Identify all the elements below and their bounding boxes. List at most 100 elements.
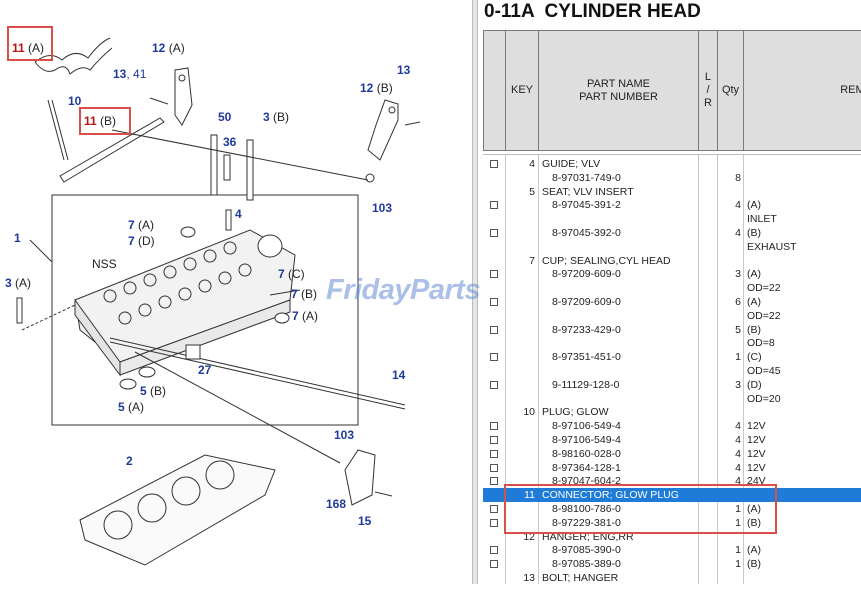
header-qty[interactable]: Qty: [718, 31, 744, 150]
row-checkbox[interactable]: [490, 505, 498, 513]
row-part-name: CONNECTOR; GLOW PLUG: [542, 489, 679, 502]
callout-7[interactable]: 7 (A): [292, 309, 318, 323]
row-checkbox[interactable]: [490, 560, 498, 569]
callout-2[interactable]: 2: [126, 454, 133, 468]
row-part-number: 8-97209-609-0: [552, 296, 621, 308]
callout-13[interactable]: 13: [397, 63, 411, 77]
callout-1[interactable]: 1: [14, 231, 21, 245]
row-checkbox[interactable]: [490, 518, 498, 527]
row-qty: 4: [735, 475, 741, 488]
row-checkbox[interactable]: [490, 298, 498, 306]
header-lr[interactable]: L/R: [699, 31, 718, 150]
exploded-parts-diagram: 11 (A) 11 (B)10 12 (A) 13, 41 12 (B) 13 50 36 3 …: [5, 26, 421, 566]
callout-7[interactable]: 7 (A): [128, 218, 154, 232]
callout-3[interactable]: 3 (B): [263, 110, 289, 124]
header-part-name[interactable]: PART NAME PART NUMBER: [539, 31, 699, 150]
callout-103[interactable]: 103: [372, 201, 392, 215]
table-row[interactable]: INLET: [483, 212, 861, 226]
table-row[interactable]: EXHAUST: [483, 240, 861, 254]
row-checkbox[interactable]: [490, 477, 498, 486]
row-part-name: PLUG; GLOW: [542, 406, 609, 419]
callout-36[interactable]: 36: [223, 135, 237, 149]
table-row[interactable]: OD=45: [483, 364, 861, 378]
row-checkbox[interactable]: [490, 436, 498, 444]
row-part-number: 8-97209-609-0: [552, 268, 621, 281]
row-checkbox[interactable]: [490, 270, 498, 279]
table-row[interactable]: OD=20: [483, 392, 861, 406]
row-remark: OD=22: [747, 282, 781, 295]
row-checkbox[interactable]: [490, 201, 498, 210]
row-remark: INLET: [747, 213, 777, 226]
callout-12[interactable]: 12 (B): [360, 81, 393, 95]
row-key: 7: [529, 254, 535, 267]
row-qty: 1: [735, 503, 741, 515]
row-remark: (B): [747, 516, 761, 529]
table-row[interactable]: 10 PLUG; GLOW: [483, 405, 861, 419]
callout-4[interactable]: 4: [235, 207, 242, 221]
callout-168[interactable]: 168: [326, 497, 346, 511]
callout-27[interactable]: 27: [198, 363, 212, 377]
callout-nss[interactable]: NSS: [92, 257, 117, 271]
row-remark: (A): [747, 268, 761, 281]
row-checkbox[interactable]: [490, 449, 498, 458]
row-checkbox[interactable]: [490, 380, 498, 389]
callout-3[interactable]: 3 (A): [5, 276, 31, 290]
row-checkbox[interactable]: [490, 546, 498, 555]
callout-13[interactable]: 13, 41: [113, 67, 147, 81]
row-part-number: 8-97045-391-2: [552, 199, 621, 212]
callout-50[interactable]: 50: [218, 110, 232, 124]
callout-12[interactable]: 12 (A): [152, 41, 185, 55]
row-checkbox[interactable]: [490, 160, 498, 168]
row-checkbox[interactable]: [490, 353, 498, 362]
callout-10[interactable]: 10: [68, 94, 82, 108]
row-part-number: 8-97233-429-0: [552, 323, 621, 336]
table-row[interactable]: OD=22: [483, 309, 861, 323]
row-key: 10: [523, 406, 535, 419]
callout-5[interactable]: 5 (A): [118, 400, 144, 414]
callout-14[interactable]: 14: [392, 368, 406, 382]
callout-5[interactable]: 5 (B): [140, 384, 166, 398]
table-row[interactable]: OD=22: [483, 281, 861, 295]
row-qty: 4: [735, 420, 741, 433]
callout-7[interactable]: 7 (C): [278, 267, 305, 281]
row-checkbox[interactable]: [490, 229, 498, 237]
row-remark: 12V: [747, 461, 766, 474]
callout-15[interactable]: 15: [358, 514, 372, 528]
pane-divider[interactable]: [472, 0, 478, 584]
row-remark: (D): [747, 378, 762, 391]
header-key[interactable]: KEY: [506, 31, 539, 150]
callout-11[interactable]: 11 (A): [12, 41, 44, 55]
callout-11[interactable]: 11 (B): [84, 114, 116, 128]
table-row[interactable]: OD=8: [483, 336, 861, 350]
row-checkbox[interactable]: [490, 422, 498, 431]
callout-7[interactable]: 7 (B): [291, 287, 317, 301]
head-frame: [51, 194, 359, 426]
row-part-name: BOLT; HANGER: [542, 572, 619, 584]
row-checkbox[interactable]: [490, 325, 498, 334]
callout-7[interactable]: 7 (D): [128, 234, 155, 248]
header-remarks[interactable]: REMA: [840, 84, 861, 96]
row-checkbox[interactable]: [490, 463, 498, 472]
callout-103[interactable]: 103: [334, 428, 354, 442]
